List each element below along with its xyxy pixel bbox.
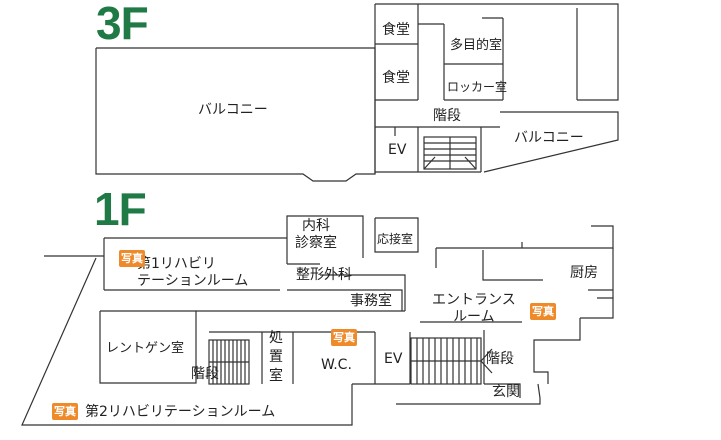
room-3f-locker: ロッカー室 — [447, 80, 508, 94]
room-1f-wc: W.C. — [321, 357, 352, 373]
photo-badge-rehab2[interactable]: 写真 — [52, 403, 78, 420]
room-1f-office: 事務室 — [350, 293, 392, 309]
floor-1f-walls — [21, 215, 614, 426]
room-3f-balcony-left: バルコニー — [198, 102, 268, 118]
room-3f-stairs: 階段 — [433, 108, 461, 124]
room-1f-ev: EV — [384, 351, 403, 367]
room-1f-orthopedics: 整形外科 — [296, 267, 352, 283]
photo-badge-entrance[interactable]: 写真 — [530, 303, 556, 320]
room-1f-kitchen: 厨房 — [570, 265, 598, 281]
room-3f-balcony-right: バルコニー — [514, 130, 584, 146]
room-1f-internal-medicine: 内科 診察室 — [295, 218, 337, 251]
room-1f-stairs-right: 階段 — [486, 351, 514, 367]
room-3f-multipurpose: 多目的室 — [450, 38, 503, 53]
room-3f-dining-top: 食堂 — [382, 22, 410, 38]
room-1f-stairs-left: 階段 — [191, 366, 219, 382]
room-1f-rehab1: 第1リハビリ テーションルーム — [137, 256, 249, 289]
room-1f-genkan: 玄関 — [492, 384, 520, 400]
room-1f-rehab2: 第2リハビリテーションルーム — [85, 404, 276, 420]
room-1f-xray: レントゲン室 — [106, 341, 185, 356]
room-1f-entrance-room: エントランス ルーム — [432, 292, 516, 325]
floor-label-3f: 3F — [96, 0, 149, 49]
floor-label-1f: 1F — [94, 183, 147, 235]
room-3f-ev: EV — [388, 142, 407, 158]
room-1f-reception: 応接室 — [377, 232, 414, 246]
room-3f-dining-bottom: 食堂 — [382, 70, 410, 86]
photo-badge-wc[interactable]: 写真 — [331, 329, 357, 346]
photo-badge-rehab1[interactable]: 写真 — [119, 250, 145, 267]
floor-3f-walls — [95, 3, 619, 182]
room-1f-treatment: 処置室 — [269, 330, 283, 384]
